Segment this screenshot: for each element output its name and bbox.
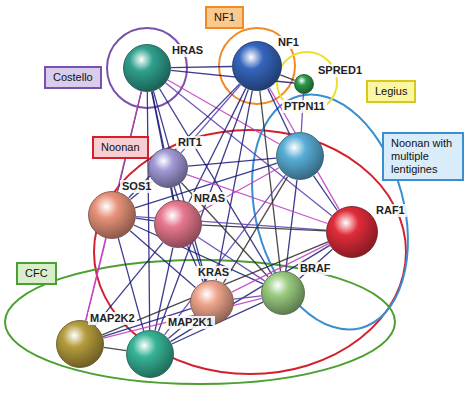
protein-label: SOS1 <box>120 180 153 193</box>
syndrome-box: Noonan with multiple lentigines <box>382 132 464 181</box>
interaction-line <box>86 238 106 320</box>
protein-sphere <box>88 191 136 239</box>
interaction-line <box>223 177 287 284</box>
protein-sphere <box>154 200 202 248</box>
interaction-line <box>280 75 294 81</box>
protein-label: BRAF <box>298 262 333 275</box>
protein-node: RAF1 <box>326 206 378 258</box>
protein-node: PTPN11 <box>276 132 324 180</box>
syndrome-name: Noonan with multiple lentigines <box>391 137 452 175</box>
protein-sphere <box>56 320 104 368</box>
interaction-line <box>188 158 276 166</box>
interaction-line <box>234 296 261 299</box>
protein-sphere <box>126 330 174 378</box>
protein-sphere <box>123 44 171 92</box>
protein-label: HRAS <box>170 44 205 57</box>
protein-label: RIT1 <box>176 136 204 149</box>
interaction-line <box>172 188 174 201</box>
interaction-line <box>86 91 142 320</box>
protein-sphere <box>261 271 305 315</box>
syndrome-name: Noonan <box>101 141 140 153</box>
interaction-line <box>202 225 326 231</box>
syndrome-box: Noonan <box>92 136 149 159</box>
protein-label: RAF1 <box>374 204 407 217</box>
protein-node: SOS1 <box>88 191 136 239</box>
syndrome-box: Costello <box>44 66 102 89</box>
interaction-line <box>260 91 281 271</box>
protein-label: NRAS <box>192 192 227 205</box>
interaction-line <box>171 67 232 68</box>
interaction-line <box>269 88 339 210</box>
protein-node: RIT1 <box>148 148 188 188</box>
protein-node: HRAS <box>123 44 171 92</box>
syndrome-box: Legius <box>366 80 416 103</box>
interaction-line <box>104 347 126 350</box>
protein-sphere <box>148 148 188 188</box>
protein-label: SPRED1 <box>316 64 364 77</box>
protein-node: BRAF <box>261 271 305 315</box>
protein-node: MAP2K1 <box>126 330 174 378</box>
protein-node: NRAS <box>154 200 202 248</box>
interaction-line <box>187 175 328 224</box>
protein-label: NF1 <box>276 36 301 49</box>
protein-label: KRAS <box>196 266 231 279</box>
syndrome-box: CFC <box>16 262 57 285</box>
protein-node: MAP2K2 <box>56 320 104 368</box>
protein-node: NF1 <box>232 41 282 91</box>
interaction-line <box>147 92 149 330</box>
syndrome-name: NF1 <box>214 11 235 23</box>
syndrome-name: Legius <box>375 85 407 97</box>
syndrome-name: CFC <box>25 267 48 279</box>
syndrome-name: Costello <box>53 71 93 83</box>
protein-label: PTPN11 <box>282 100 327 113</box>
syndrome-box: NF1 <box>205 6 244 29</box>
interaction-line <box>136 218 154 221</box>
cfc-outline <box>5 260 395 384</box>
protein-label: MAP2K1 <box>166 316 215 329</box>
protein-sphere <box>326 206 378 258</box>
protein-sphere <box>276 132 324 180</box>
protein-label: MAP2K2 <box>88 312 137 325</box>
interaction-line <box>314 176 338 211</box>
interaction-line <box>199 168 279 213</box>
protein-sphere <box>294 74 314 94</box>
protein-sphere <box>232 41 282 91</box>
protein-node: SPRED1 <box>294 74 314 94</box>
